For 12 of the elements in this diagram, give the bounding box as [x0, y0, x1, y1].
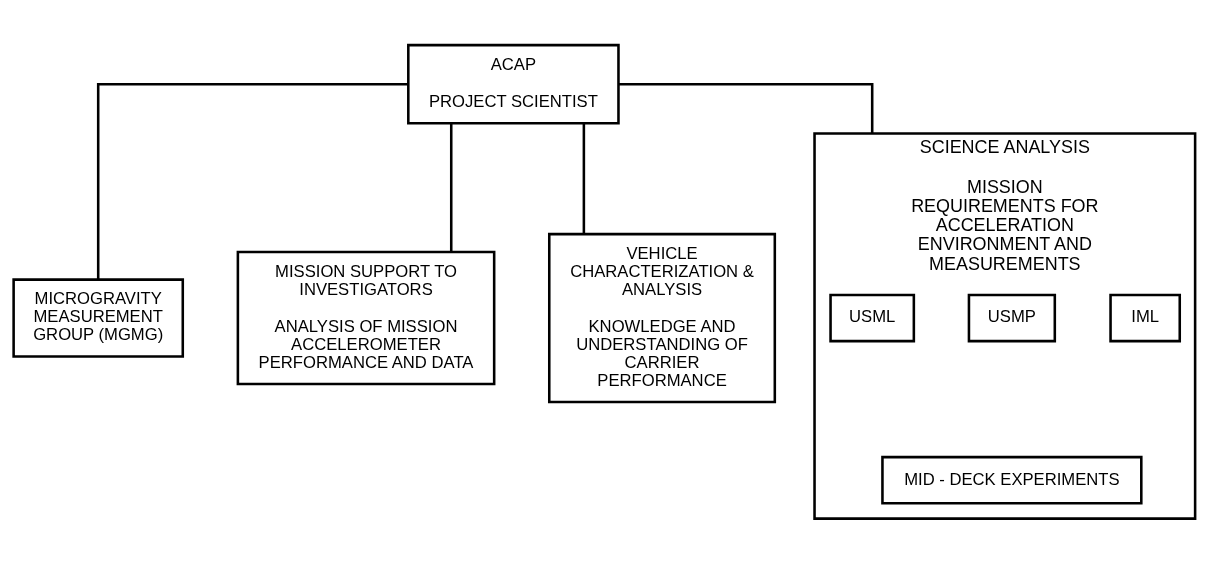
node-box: USMP — [967, 293, 1057, 343]
connector — [449, 123, 453, 252]
node-box: USML — [829, 293, 916, 343]
node-box: ACAP PROJECT SCIENTIST — [407, 43, 620, 125]
connector — [96, 82, 409, 280]
connector — [582, 123, 586, 235]
node-box: MICROGRAVITY MEASUREMENT GROUP (MGMG) — [12, 278, 185, 358]
node-box: IML — [1109, 293, 1182, 343]
node-box: MID - DECK EXPERIMENTS — [881, 455, 1143, 505]
node-box: MISSION SUPPORT TO INVESTIGATORS ANALYSIS OF MISSION ACCELEROMETER PERFORMANCE AND DATA — [236, 250, 496, 386]
node-box: VEHICLE CHARACTERIZATION & ANALYSIS KNOWLEDGE AND UNDERSTANDING OF CARRIER PERFORMANCE — [548, 232, 777, 404]
connector — [618, 82, 874, 134]
